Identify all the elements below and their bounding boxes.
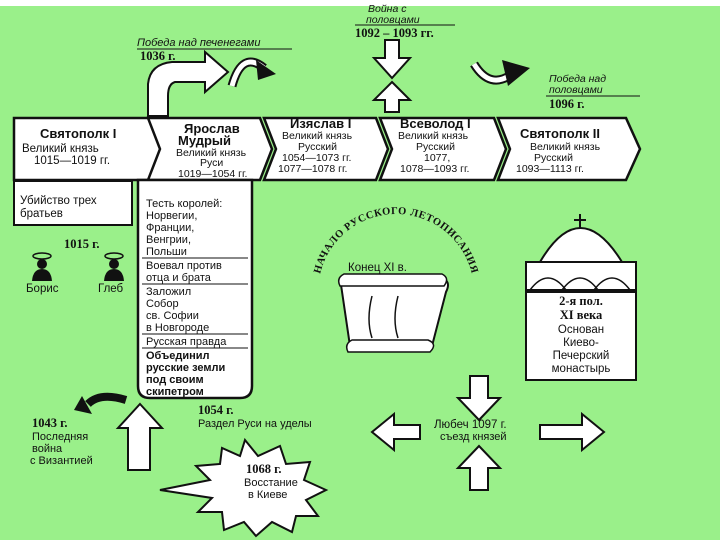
prince-name: Всеволод I [400, 116, 471, 131]
deeds-text: Собор [146, 298, 179, 310]
saint-gleb-icon [104, 253, 124, 281]
monastery-box: 2-я пол. XI века Основан Киево- Печерски… [526, 292, 636, 380]
monastery-line: Печерский [553, 350, 610, 362]
deeds-text: русские земли [146, 362, 225, 374]
deeds-text: Тесть королей: [146, 198, 222, 210]
prince-years: 1078—1093 гг. [400, 163, 469, 175]
byzantium-event: 1043 г. Последняя война с Византией [30, 416, 93, 467]
division-year: 1054 г. [198, 403, 234, 417]
event-polovtsy-war: Война с половцами 1092 – 1093 гг. [355, 3, 455, 40]
lyubech-line: Любеч 1097 г. [434, 419, 507, 431]
lyubech-event: Любеч 1097 г. съезд князей [434, 419, 507, 443]
chronicle: НАЧАЛО РУССКОГО ЛЕТОПИСАНИЯ Конец XI в. [312, 206, 479, 352]
division-event: 1054 г. Раздел Руси на уделы [198, 403, 312, 430]
murder-year: 1015 г. [64, 237, 100, 251]
event-polovtsy-victory: Победа над половцами 1096 г. [546, 73, 640, 111]
deeds-text: под своим [146, 374, 204, 386]
polovtsy-victory-line2: половцами [549, 84, 603, 96]
prince-years: 1077—1078 гг. [278, 163, 347, 175]
pecheneg-swirl-head-icon [256, 60, 276, 80]
yaroslav-deeds-box: Тесть королей: Норвегии, Франции, Венгри… [138, 180, 252, 398]
timeline: Святополк I Великий князь 1015—1019 гг. … [14, 116, 640, 180]
byzantium-line: с Византией [30, 455, 93, 467]
byzantium-line: война [32, 443, 63, 455]
top-strip [0, 0, 720, 6]
deeds-text: скипетром [146, 386, 204, 398]
prince-years: 1019—1054 гг. [178, 168, 247, 180]
monastery-icon [526, 214, 636, 290]
monastery-line: Киево- [563, 337, 599, 349]
scroll-text: Конец XI в. [348, 262, 407, 274]
saint-boris-icon [32, 253, 52, 281]
lyubech-arrow-up-icon [458, 446, 500, 490]
byzantium-line: Последняя [32, 431, 88, 443]
monastery-line: монастырь [552, 363, 611, 375]
murder-line1: Убийство трех [20, 195, 97, 207]
murder-line2: братьев [20, 208, 63, 220]
byzantium-arrow-up-icon [118, 404, 162, 470]
deeds-text: отца и брата [146, 272, 212, 284]
prince-years: 1093—1113 гг. [516, 163, 584, 175]
deeds-text: в Новгороде [146, 322, 209, 334]
monastery-line: XI века [560, 308, 603, 322]
prince-name: Мудрый [178, 133, 231, 148]
polovtsy-victory-year: 1096 г. [549, 97, 585, 111]
deeds-text: Заложил [146, 286, 191, 298]
prince-title: Великий князь [22, 143, 99, 155]
deeds-text: Норвегии, [146, 210, 197, 222]
deeds-text: Воевал против [146, 260, 222, 272]
revolt-line: в Киеве [248, 489, 287, 501]
polovtsy-war-years: 1092 – 1093 гг. [355, 26, 434, 40]
scroll-icon [340, 278, 448, 346]
polovtsy-war-line2: половцами [366, 14, 420, 26]
deeds-text: св. Софии [146, 310, 199, 322]
saint-name-gleb: Глеб [98, 283, 124, 295]
murder-box: Убийство трех братьев [14, 181, 132, 225]
revolt-line: Восстание [244, 477, 298, 489]
lyubech-arrow-right-icon [540, 414, 604, 450]
division-caption: Раздел Руси на уделы [198, 418, 312, 430]
monastery-line: Основан [558, 324, 604, 336]
deeds-text: Венгрии, [146, 234, 191, 246]
prince-name: Святополк II [520, 126, 600, 141]
byzantium-swirl-icon [88, 397, 126, 404]
monastery-line: 2-я пол. [559, 294, 603, 308]
byzantium-year: 1043 г. [32, 416, 68, 430]
pecheneg-year: 1036 г. [140, 49, 176, 63]
prince-name: Изяслав I [290, 116, 351, 131]
revolt-year: 1068 г. [246, 462, 282, 476]
prince-name: Святополк I [40, 126, 116, 141]
lyubech-line: съезд князей [440, 431, 507, 443]
saint-name-boris: Борис [26, 283, 59, 295]
deeds-text: Объединил [146, 350, 209, 362]
lyubech-arrow-down-icon [458, 376, 500, 420]
corner-tab [0, 0, 30, 6]
war-arrow-up-icon [374, 82, 410, 112]
pecheneg-caption: Победа над печенегами [137, 37, 260, 49]
revolt-starburst-icon [160, 440, 326, 536]
deeds-text: Франции, [146, 222, 194, 234]
war-arrow-down-icon [374, 40, 410, 78]
deeds-text: Польши [146, 246, 187, 258]
deeds-text: Русская правда [146, 336, 227, 348]
lyubech-arrow-left-icon [372, 414, 420, 450]
prince-years: 1015—1019 гг. [34, 155, 110, 167]
